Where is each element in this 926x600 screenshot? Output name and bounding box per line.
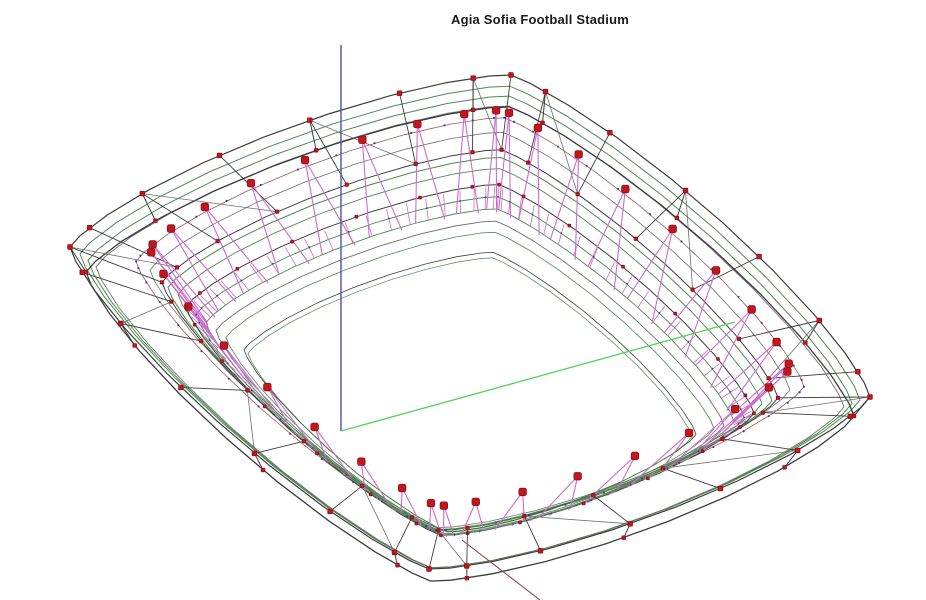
detail-dots: [135, 116, 805, 536]
page-title: Agia Sofia Football Stadium: [450, 12, 630, 27]
cable-anchor-nodes: [147, 106, 793, 510]
support-columns: [69, 78, 871, 579]
row-ticks: [187, 186, 753, 538]
hanger-cables: [150, 110, 790, 536]
pitch-halfway-line: [340, 321, 736, 432]
roof-radial-members: [69, 74, 871, 570]
joint-nodes: [67, 72, 873, 581]
lower-diagonal-member: [461, 539, 541, 600]
